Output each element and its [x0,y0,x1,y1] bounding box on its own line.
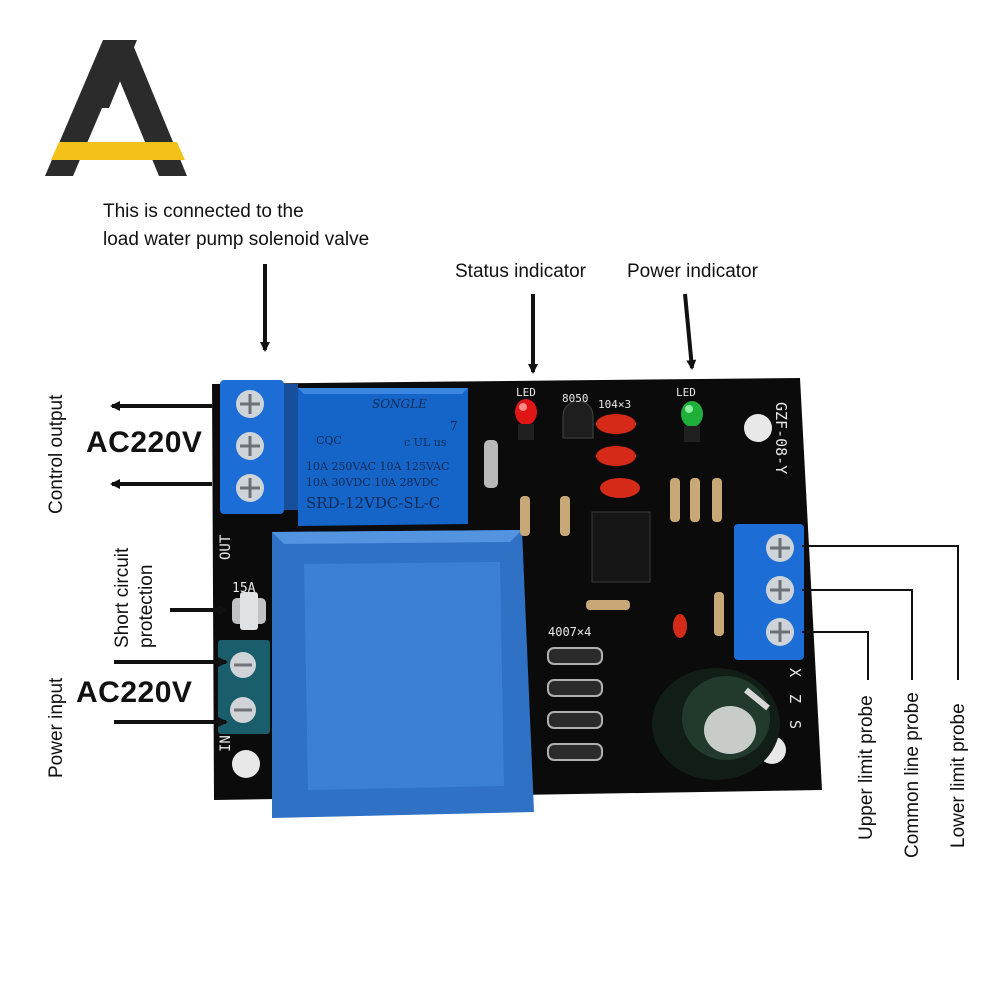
probe-wires [802,545,959,680]
load-caption-line-2: load water pump solenoid valve [103,229,370,250]
diode-silk: 4007×4 [548,625,591,639]
power-led [681,401,703,442]
fuse-silk: 15A [232,581,256,596]
in-silk: IN [218,735,234,752]
brand-logo [45,40,187,176]
control-output-label: Control output [46,394,67,514]
short-circuit-label-line-1: Short circuit [112,547,133,648]
output-terminal-block [220,380,298,514]
power-indicator-label: Power indicator [627,261,758,282]
status-indicator-label: Status indicator [455,261,586,282]
annotation-arrows [110,264,697,727]
control-voltage-label: AC220V [86,426,203,459]
common-line-probe-label: Common line probe [902,692,923,858]
electrolytic-capacitor [652,668,780,780]
upper-limit-probe-label: Upper limit probe [856,695,877,840]
transistor-silk: 8050 [562,392,589,405]
relay-brand: SONGLE [372,397,427,411]
out-silk: OUT [218,534,234,560]
load-caption-line-1: This is connected to the [103,201,304,222]
transformer [272,530,534,818]
status-led [515,399,537,440]
fuse [232,592,266,630]
terminal-s-silk: S [786,720,804,729]
lower-limit-probe-label: Lower limit probe [948,703,969,848]
relay-cqc: CQC [316,434,342,447]
terminal-x-silk: X [786,668,804,677]
cap-silk: 104×3 [598,398,631,411]
model-silk: GZF-08-Y [772,402,790,474]
input-terminal-block [218,640,270,734]
led-left-silk: LED [516,386,536,399]
relay-rating-1: 10A 250VAC 10A 125VAC [306,460,449,473]
relay-rating-2: 10A 30VDC 10A 28VDC [306,476,439,489]
probe-terminal-block [734,524,804,660]
terminal-z-silk: Z [786,694,804,703]
short-circuit-label-line-2: protection [136,564,157,648]
relay [298,388,468,526]
relay-model: SRD-12VDC-SL-C [306,494,440,512]
relay-pin-count: 7 [450,419,458,433]
led-right-silk: LED [676,386,696,399]
input-voltage-label: AC220V [76,676,193,709]
power-input-label: Power input [46,677,67,778]
relay-cert: c UL us [404,436,447,449]
